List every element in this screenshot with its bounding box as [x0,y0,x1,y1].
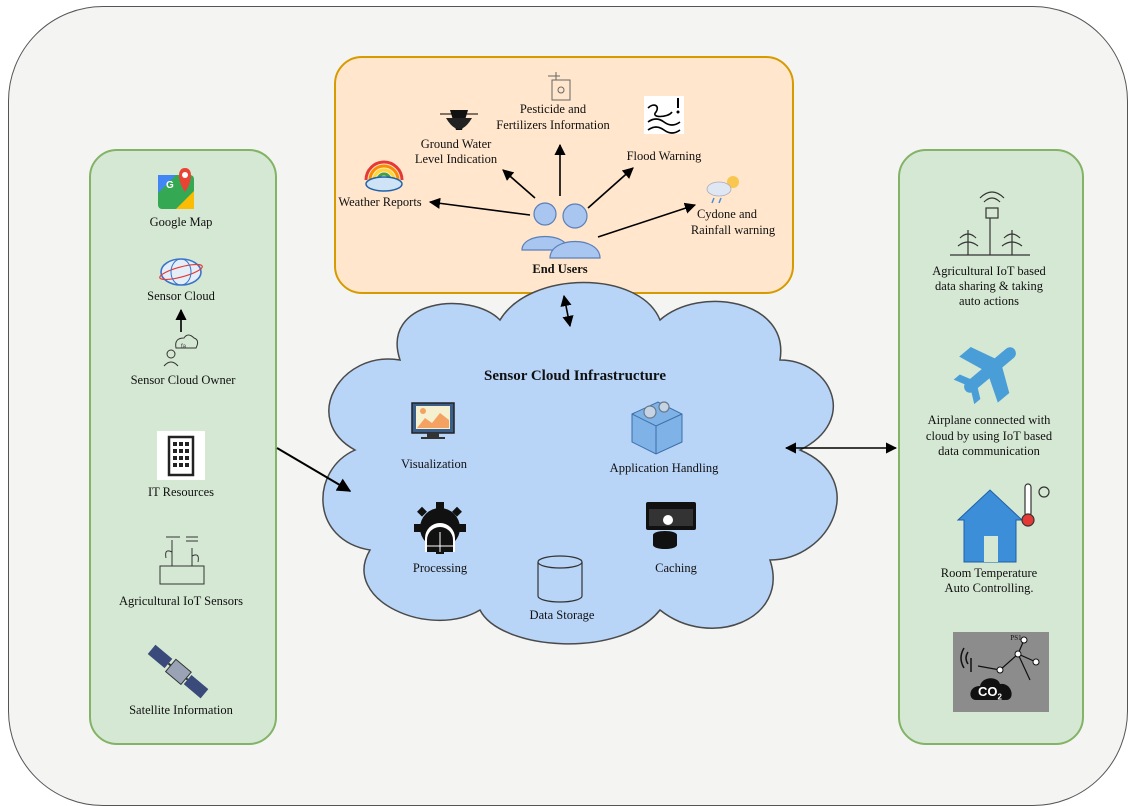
label-pesticide-2: Fertilizers Information [496,118,610,132]
label-co2: CO2 [978,684,1002,705]
label-data-storage: Data Storage [529,608,595,622]
label-agri-iot-3: auto actions [958,294,1020,308]
label-sensor-cloud: Sensor Cloud [147,289,215,303]
label-application-handling: Application Handling [609,461,719,475]
label-ground-water-1: Ground Water [420,137,492,151]
label-airplane-3: data communication [938,444,1040,458]
label-processing: Processing [412,561,468,575]
co2-text: CO [978,684,998,699]
label-airplane-2: cloud by using IoT based [925,429,1053,443]
label-cyclone-1: Cydone and [696,207,758,221]
label-weather-reports: Weather Reports [338,195,422,209]
label-co2-tag: PS1 [1010,634,1022,642]
label-cloud-title: Sensor Cloud Infrastructure [484,368,666,384]
label-sensor-cloud-owner: Sensor Cloud Owner [130,373,236,387]
label-airplane-1: Airplane connected with [927,413,1051,427]
label-room-temp-1: Room Temperature [940,566,1038,580]
label-ground-water-2: Level Indication [414,152,498,166]
label-caching: Caching [655,561,697,575]
label-flood-warning: Flood Warning [626,149,702,163]
label-agri-iot-2: data sharing & taking [935,279,1043,293]
label-it-resources: IT Resources [147,485,215,499]
label-end-users: End Users [532,262,588,276]
end-users-box [334,56,794,294]
left-panel [89,149,277,745]
label-cyclone-2: Rainfall warning [690,223,776,237]
label-agri-sensors: Agricultural IoT Sensors [118,594,244,608]
label-pesticide-1: Pesticide and [519,102,587,116]
label-satellite: Satellite Information [129,703,233,717]
label-agri-iot-1: Agricultural IoT based [932,264,1046,278]
label-google-map: Google Map [149,215,213,229]
label-room-temp-2: Auto Controlling. [944,581,1034,595]
label-visualization: Visualization [401,457,467,471]
co2-subscript: 2 [997,692,1002,702]
